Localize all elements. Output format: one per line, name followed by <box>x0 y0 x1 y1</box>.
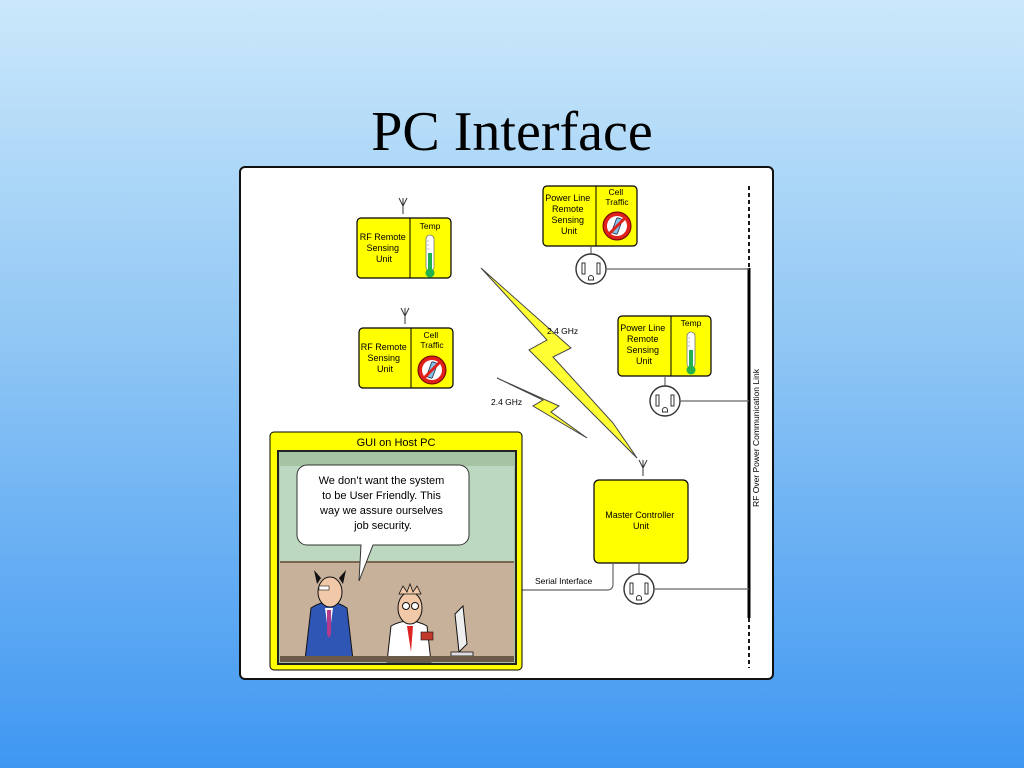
speech-line: job security. <box>353 520 412 532</box>
pl-unit-1-sensor-line: Traffic <box>605 197 629 207</box>
lightning-bolt-1 <box>480 267 638 459</box>
bus-label: RF Over Power Communication Link <box>751 368 761 507</box>
svg-text:Power Line Remote: Power Line Remote Sensing Unit <box>545 193 593 236</box>
rf-unit-2-sensor-line: Traffic <box>420 340 444 350</box>
pl-unit-2-name-line: Unit <box>636 356 653 366</box>
rf-unit-2-name-line: RF Remote <box>361 342 407 352</box>
speech-line: way we assure ourselves <box>319 505 443 517</box>
rf-unit-2-name-line: Sensing <box>367 353 400 363</box>
rf-unit-1-name-line: RF Remote <box>360 232 406 242</box>
slide-title: PC Interface <box>371 101 653 163</box>
no-cellphone-icon <box>416 354 448 386</box>
power-line-unit-temp: Power Line Remote Sensing Unit Temp <box>617 315 749 417</box>
speech-line: to be User Friendly. This <box>322 490 441 502</box>
pl-unit-2-name-line: Remote <box>627 334 659 344</box>
speech-bubble <box>296 464 470 582</box>
comic-panel: We don’t want the system to be User Frie… <box>277 450 517 665</box>
no-cellphone-icon <box>601 210 633 242</box>
computer-icon <box>450 604 474 657</box>
rf-link-1-label: 2.4 GHz <box>547 326 578 336</box>
power-line-unit-cell-traffic: Power Line Remote Sensing Unit Cell Traf… <box>542 185 749 285</box>
pl-unit-1-name-line: Unit <box>561 226 578 236</box>
svg-text:Power Line Remote: Power Line Remote Sensing Unit <box>620 323 668 366</box>
thermometer-icon <box>686 331 696 375</box>
rf-unit-1-sensor-label: Temp <box>420 221 441 231</box>
pl-unit-2-sensor-label: Temp <box>681 318 702 328</box>
antenna-icon <box>398 197 408 215</box>
master-name-line: Unit <box>633 521 650 531</box>
power-outlet-icon <box>649 385 681 417</box>
diagram-frame: RF Over Power Communication Link 2.4 GHz… <box>239 166 774 680</box>
boss-figure <box>304 570 354 661</box>
svg-text:We don’t want the system: We don’t want the system to be User Frie… <box>319 475 448 532</box>
pl-unit-1-name-line: Sensing <box>551 215 584 225</box>
antenna-icon <box>400 307 410 325</box>
system-diagram: RF Over Power Communication Link 2.4 GHz… <box>269 185 761 671</box>
svg-text:RF Remote Sensing: RF Remote Sensing Unit <box>361 342 410 374</box>
gui-host-pc: GUI on Host PC We don’t want the system … <box>269 431 523 671</box>
power-outlet-icon <box>575 253 607 285</box>
antenna-icon <box>638 459 648 477</box>
svg-text:RF Remote Sensing: RF Remote Sensing Unit <box>360 232 409 264</box>
engineer-figure <box>386 582 434 663</box>
thermometer-icon <box>425 234 435 278</box>
lightning-bolt-2 <box>496 377 588 439</box>
master-controller-unit: Master Controller Unit Serial Interface <box>522 459 749 605</box>
pl-unit-2-name-line: Power Line <box>620 323 665 333</box>
speech-line: We don’t want the system <box>319 475 445 487</box>
rf-unit-2-sensor-line: Cell <box>423 330 438 340</box>
pl-unit-2-name-line: Sensing <box>626 345 659 355</box>
pl-unit-1-sensor-line: Cell <box>608 187 623 197</box>
master-name-line: Master Controller <box>605 510 674 520</box>
rf-link-2-label: 2.4 GHz <box>491 397 522 407</box>
rf-unit-2-name-line: Unit <box>377 364 394 374</box>
gui-title: GUI on Host PC <box>357 437 436 449</box>
svg-text:Master Controller Unit: Master Controller Unit <box>605 510 677 531</box>
rf-unit-1-name-line: Unit <box>376 254 393 264</box>
rf-unit-1-name-line: Sensing <box>366 243 399 253</box>
rf-remote-unit-cell-traffic: RF Remote Sensing Unit Cell Traffic <box>358 307 454 389</box>
svg-text:Cell Traffic: Cell Traffic <box>605 187 629 207</box>
svg-text:Cell Traffic: Cell Traffic <box>420 330 444 350</box>
rf-remote-unit-temp: RF Remote Sensing Unit Temp <box>356 197 452 279</box>
pl-unit-1-name-line: Remote <box>552 204 584 214</box>
pl-unit-1-name-line: Power Line <box>545 193 590 203</box>
serial-interface-label: Serial Interface <box>535 576 592 586</box>
power-outlet-icon <box>623 573 655 605</box>
